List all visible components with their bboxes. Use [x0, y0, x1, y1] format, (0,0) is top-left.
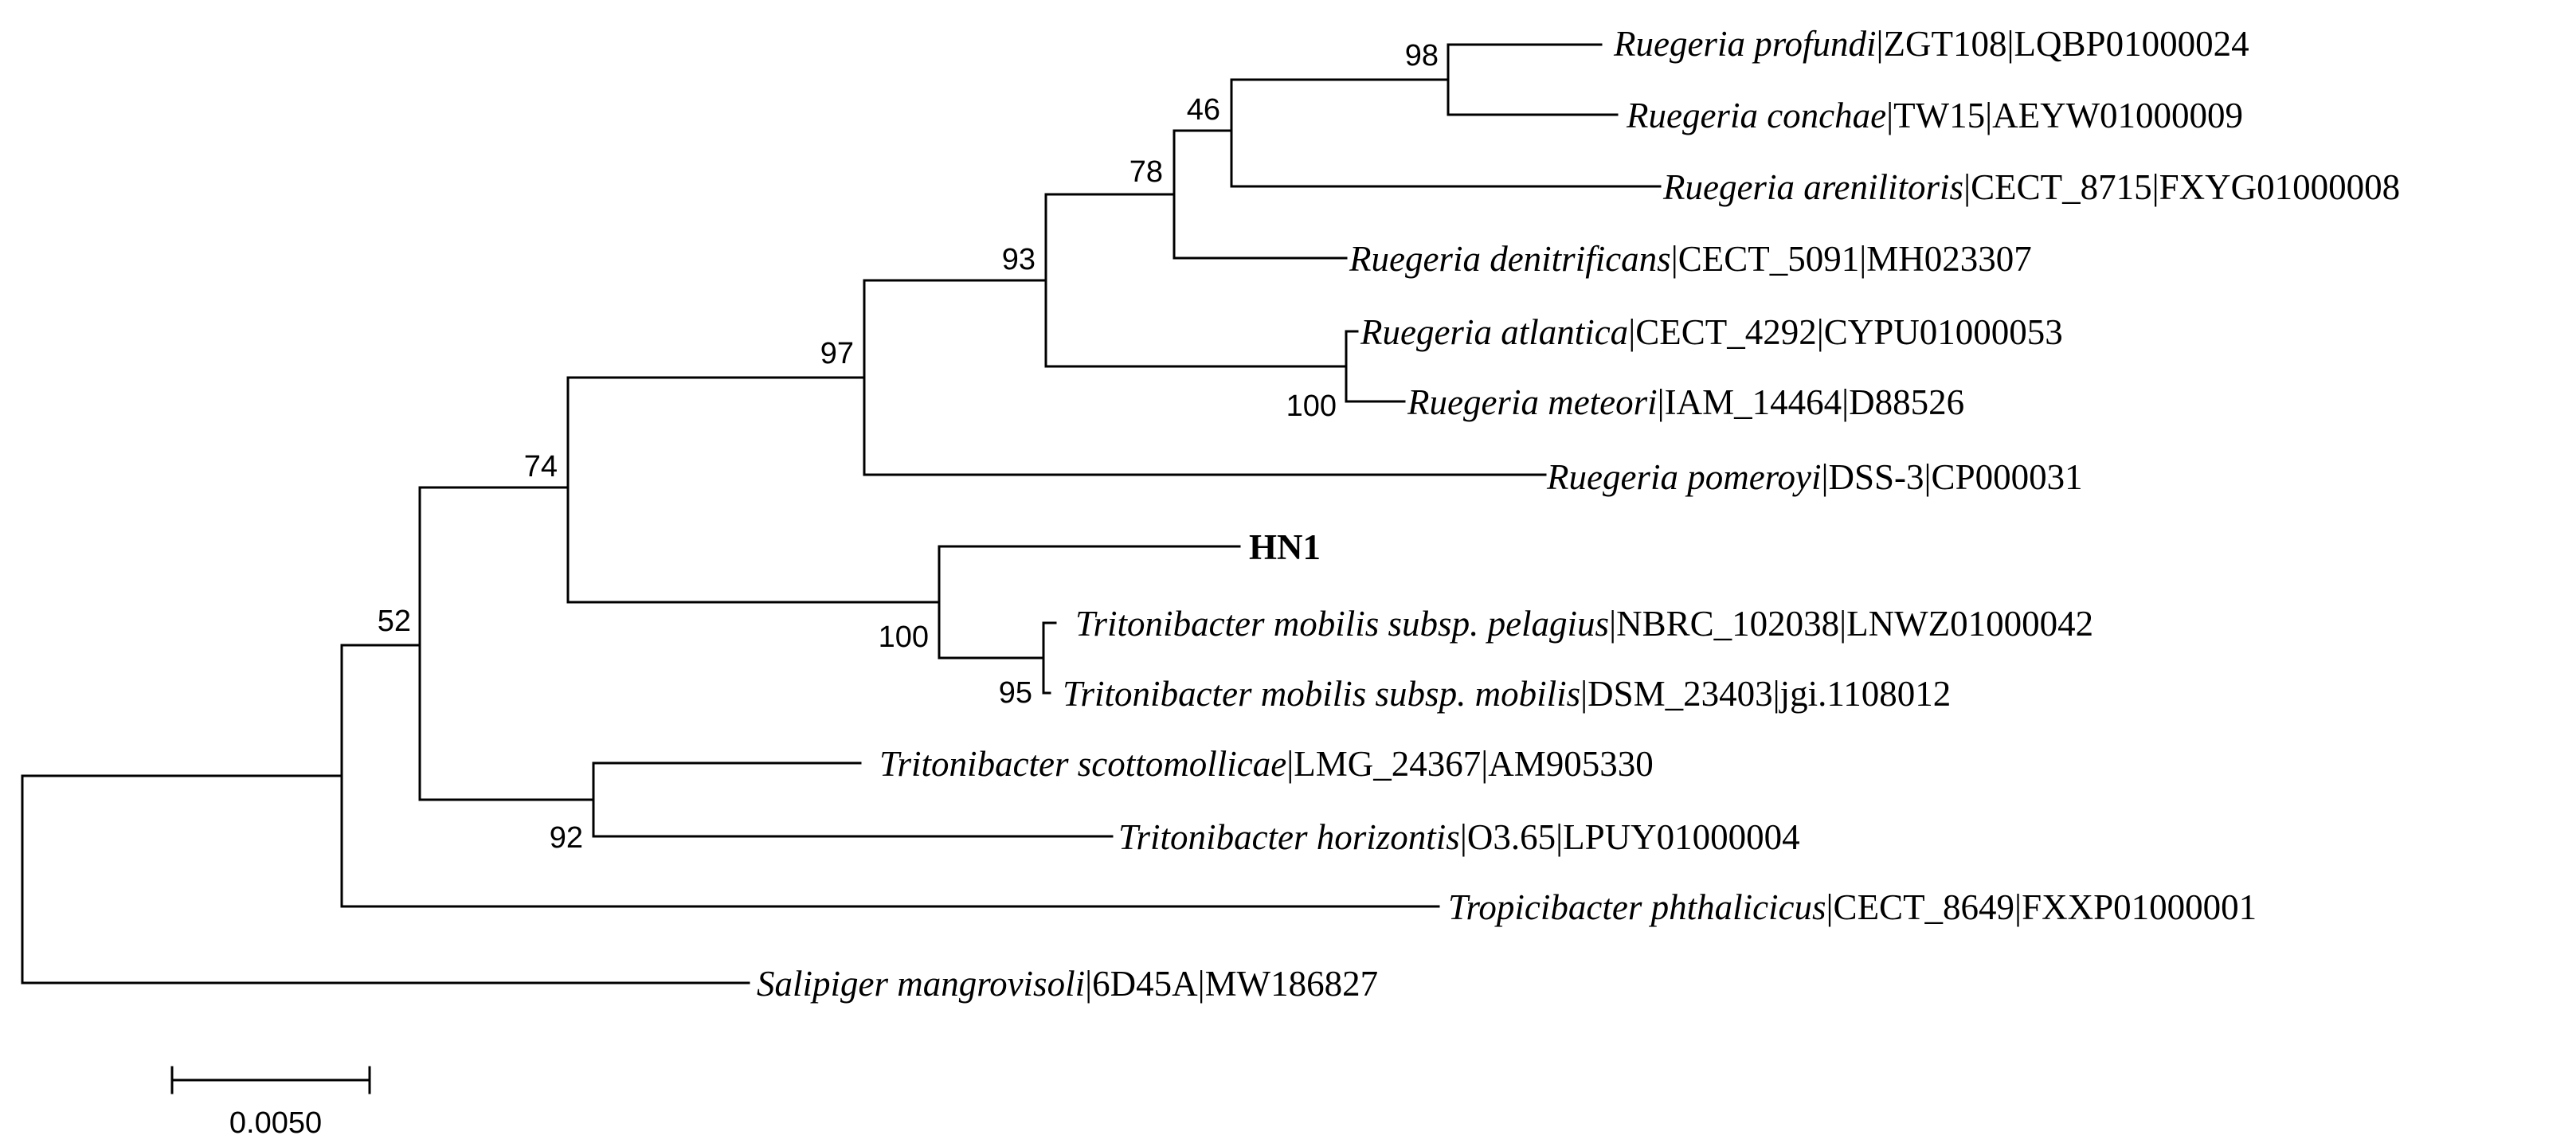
taxon-label: Tritonibacter scottomollicae|LMG_24367|A… [879, 744, 1654, 784]
taxon-label: Tropicibacter phthalicicus|CECT_8649|FXX… [1448, 887, 2257, 927]
taxon-label: Ruegeria pomeroyi|DSS-3|CP000031 [1546, 457, 2083, 497]
scale-bar: 0.0050 [170, 1066, 371, 1140]
taxon-label-hn1: HN1 [1249, 527, 1321, 567]
bootstrap-value: 100 [1286, 390, 1337, 423]
taxon-label: Ruegeria atlantica|CECT_4292|CYPU0100005… [1360, 312, 2063, 352]
taxon-label: Ruegeria profundi|ZGT108|LQBP01000024 [1613, 24, 2249, 64]
bootstrap-value: 97 [820, 337, 854, 370]
taxon-labels: Ruegeria profundi|ZGT108|LQBP01000024 Ru… [757, 24, 2400, 1004]
scale-bar-label: 0.0050 [229, 1106, 322, 1140]
bootstrap-value: 93 [1002, 243, 1035, 276]
tree-branches [21, 43, 1662, 985]
bootstrap-value: 78 [1129, 155, 1163, 189]
bootstrap-value: 95 [999, 676, 1032, 710]
taxon-label: Ruegeria arenilitoris|CECT_8715|FXYG0100… [1662, 167, 2400, 207]
bootstrap-value: 74 [524, 450, 558, 483]
bootstrap-values: 98 46 78 93 100 97 74 100 95 52 92 [378, 39, 1439, 855]
taxon-label: Ruegeria meteori|IAM_14464|D88526 [1407, 382, 1964, 422]
taxon-label: Tritonibacter horizontis|O3.65|LPUY01000… [1118, 817, 1800, 857]
bootstrap-value: 46 [1187, 93, 1220, 127]
taxon-label: Tritonibacter mobilis subsp. pelagius|NB… [1075, 604, 2093, 644]
taxon-label: Ruegeria conchae|TW15|AEYW01000009 [1626, 96, 2243, 135]
bootstrap-value: 100 [879, 620, 929, 654]
bootstrap-value: 92 [550, 821, 583, 855]
taxon-label: Salipiger mangrovisoli|6D45A|MW186827 [757, 964, 1378, 1004]
taxon-label: Ruegeria denitrificans|CECT_5091|MH02330… [1349, 239, 2032, 279]
taxon-label: Tritonibacter mobilis subsp. mobilis|DSM… [1063, 674, 1951, 714]
bootstrap-value: 98 [1405, 39, 1439, 72]
bootstrap-value: 52 [378, 605, 411, 638]
